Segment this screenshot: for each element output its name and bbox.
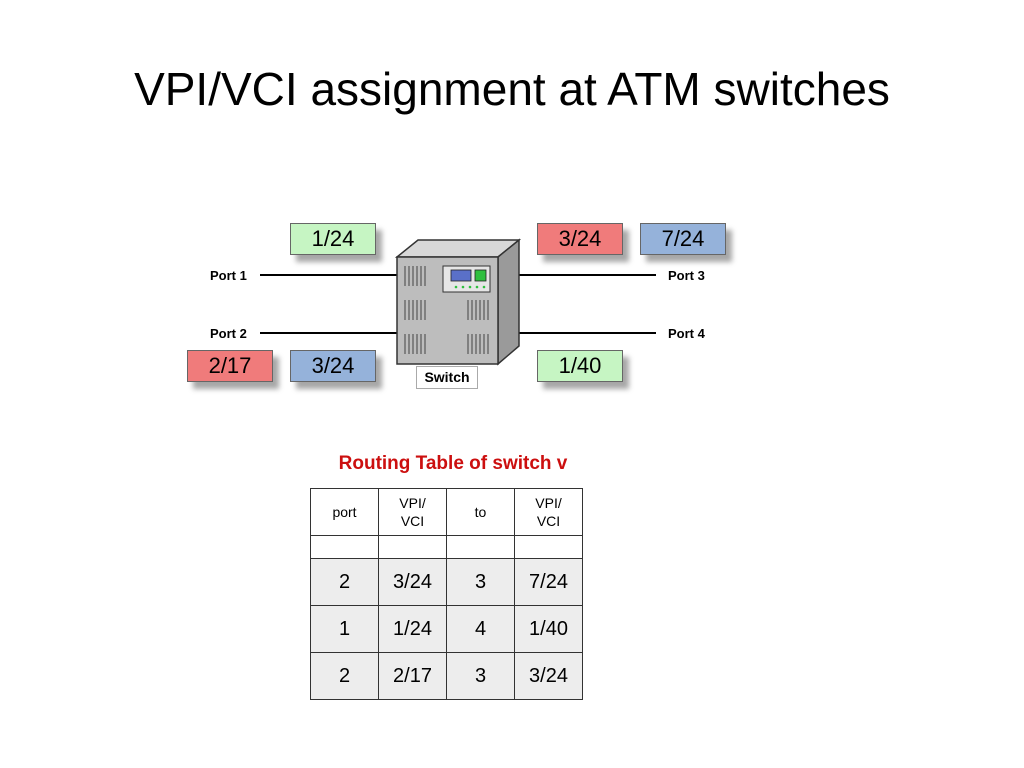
tag-port1-vpi-vci: 1/24 [290,223,376,255]
port1-label: Port 1 [210,268,247,283]
table-spacer-row [310,535,583,559]
cell-out-vpi-vci: 1/40 [514,605,583,653]
routing-table: port VPI/ VCI to VPI/ VCI 2 3/24 3 7/24 … [310,488,583,700]
switch-icon [394,238,522,366]
cell-out-vpi-vci: 7/24 [514,558,583,606]
port3-label: Port 3 [668,268,705,283]
cell-out-vpi-vci: 3/24 [514,652,583,700]
cell-in-vpi-vci: 2/17 [378,652,447,700]
routing-table-header: port VPI/ VCI to VPI/ VCI [310,488,583,536]
header-out-vpi-vci: VPI/ VCI [514,488,583,536]
tag-port4-vpi-vci: 1/40 [537,350,623,382]
routing-table-caption: Routing Table of switch v [338,453,568,474]
cell-port: 2 [310,558,379,606]
table-row: 2 2/17 3 3/24 [310,652,583,700]
cell-to: 4 [446,605,515,653]
tag-port2-vpi-vci-blue: 3/24 [290,350,376,382]
tag-port3-vpi-vci-red: 3/24 [537,223,623,255]
header-in-vpi-vci: VPI/ VCI [378,488,447,536]
table-row: 1 1/24 4 1/40 [310,605,583,653]
cell-to: 3 [446,558,515,606]
tag-port3-vpi-vci-blue: 7/24 [640,223,726,255]
cell-in-vpi-vci: 1/24 [378,605,447,653]
cell-in-vpi-vci: 3/24 [378,558,447,606]
cell-to: 3 [446,652,515,700]
tag-port2-vpi-vci-red: 2/17 [187,350,273,382]
table-row: 2 3/24 3 7/24 [310,558,583,606]
switch-label: Switch [416,366,478,389]
port2-label: Port 2 [210,326,247,341]
port4-label: Port 4 [668,326,705,341]
slide-title: VPI/VCI assignment at ATM switches [134,63,890,115]
header-port: port [310,488,379,536]
header-to: to [446,488,515,536]
cell-port: 1 [310,605,379,653]
cell-port: 2 [310,652,379,700]
